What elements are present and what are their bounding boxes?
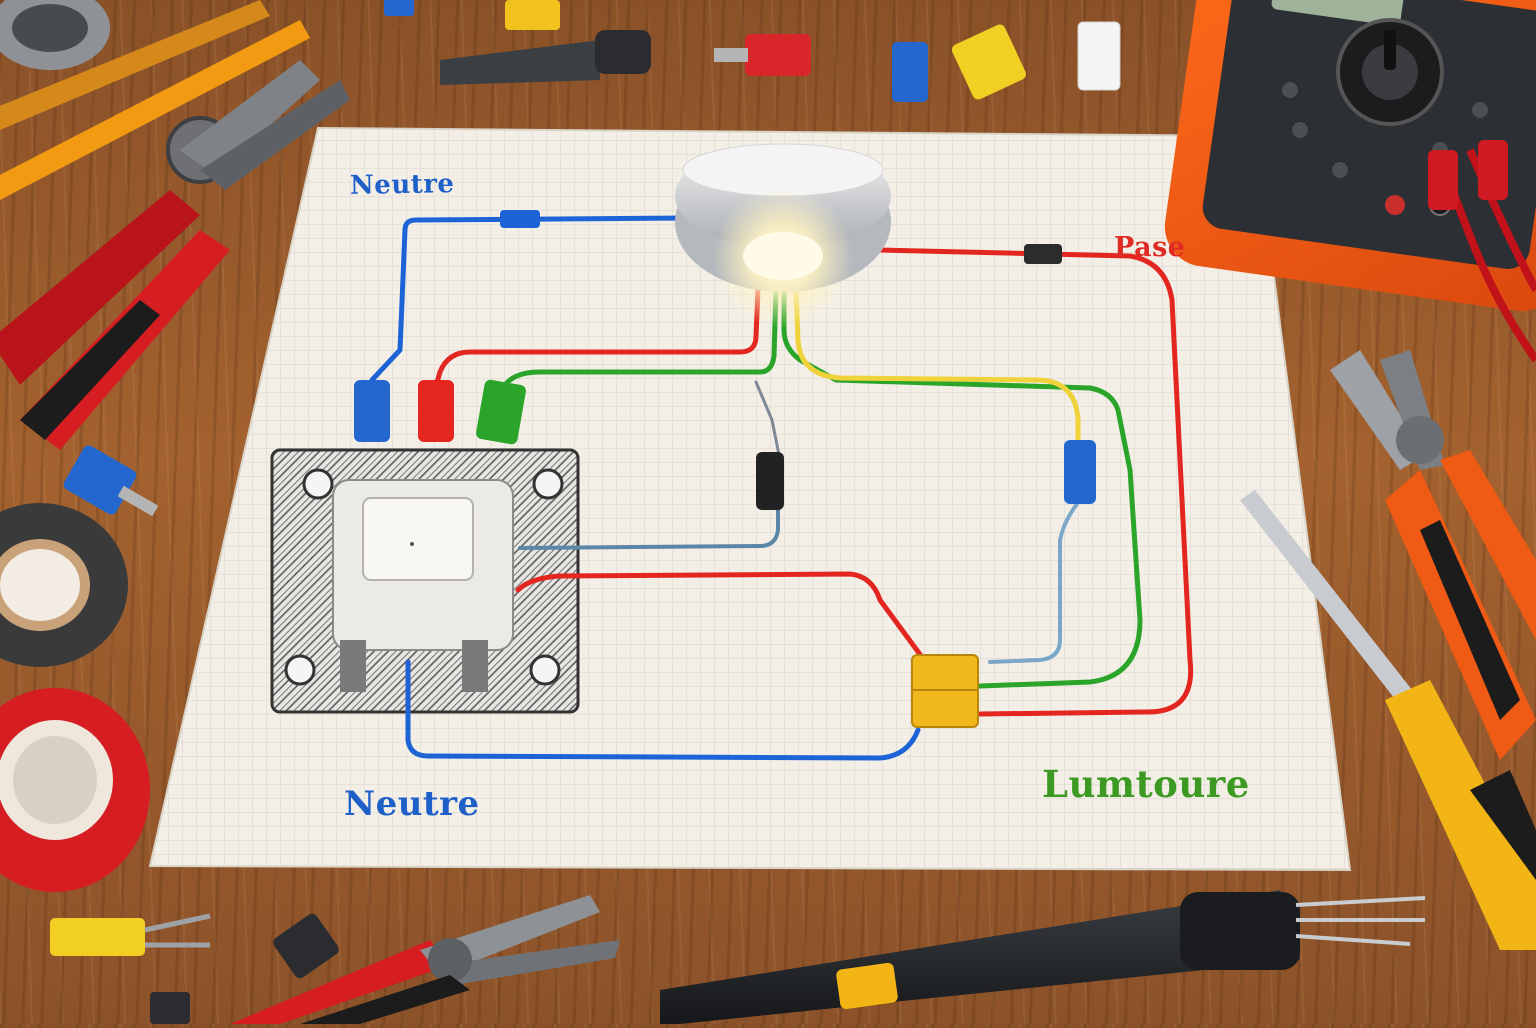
blue-wire-connector xyxy=(63,445,159,517)
socket-wrench xyxy=(0,0,110,70)
flathead-screwdriver xyxy=(1240,490,1536,950)
soldering-iron xyxy=(660,890,1426,1024)
label-neutral-bottom: Neutre xyxy=(344,784,480,824)
screwdriver-top-left xyxy=(0,0,310,200)
label-phase: Pase xyxy=(1114,232,1186,263)
label-neutral-top: Neutre xyxy=(349,169,455,201)
yellow-connector-bottom xyxy=(50,913,211,956)
phase-wire-right xyxy=(877,247,1194,717)
earth-wire-switch xyxy=(495,287,779,403)
label-luminaire: Lumtoure xyxy=(1042,762,1250,806)
wiring-diagram xyxy=(369,215,1194,761)
red-insulating-tape xyxy=(0,688,150,892)
ceiling-light xyxy=(675,143,891,328)
inline-fuse xyxy=(756,452,784,510)
diagonal-cutters xyxy=(1330,350,1536,760)
combination-pliers xyxy=(0,60,350,450)
neutral-wire-top xyxy=(369,215,693,403)
wire-connectors-top xyxy=(384,0,1121,102)
blue-crimp-right xyxy=(1064,440,1096,504)
black-insulating-tape xyxy=(0,503,128,667)
neutral-wire-bottom xyxy=(405,659,921,761)
wall-switch xyxy=(270,448,580,714)
yellow-junction-block xyxy=(911,654,979,728)
multimeter xyxy=(1164,0,1536,363)
wire-stripper-top xyxy=(440,30,651,85)
black-crimp-phase xyxy=(1024,244,1062,264)
blue-crimp-top xyxy=(500,210,540,228)
phase-wire-lamp xyxy=(429,287,761,403)
black-connector-bottom xyxy=(150,913,339,1024)
switch-terminal-connectors xyxy=(354,379,526,445)
needle-nose-pliers xyxy=(230,895,620,1024)
